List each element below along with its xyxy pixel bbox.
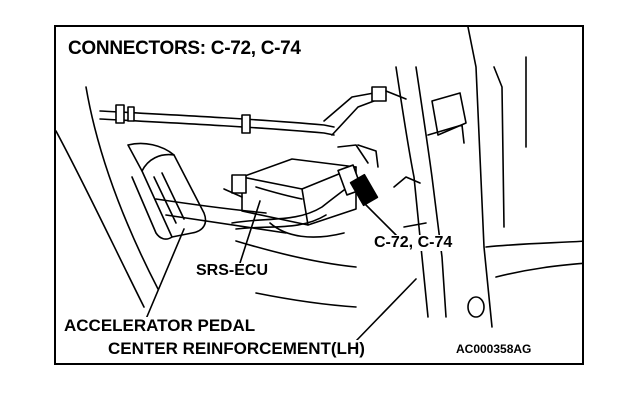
diagram-title: CONNECTORS: C-72, C-74 xyxy=(68,38,301,59)
srs-ecu-callout: SRS-ECU xyxy=(196,262,269,279)
diagram-frame: CONNECTORS: C-72, C-74 C-72, C-74 SRS-EC… xyxy=(54,25,584,365)
pillar-bracket xyxy=(431,92,467,136)
right-panel xyxy=(467,27,493,328)
dashboard-edge xyxy=(85,86,159,290)
leader-srs-ecu xyxy=(239,200,261,264)
connectors-callout: C-72, C-74 xyxy=(374,234,453,251)
leader-center-reinforcement xyxy=(355,278,417,342)
harness-branch xyxy=(323,92,375,122)
center-reinforcement xyxy=(395,66,429,318)
harness-clip xyxy=(127,106,135,122)
accelerator-pedal-callout: ACCELERATOR PEDAL xyxy=(64,316,256,335)
figure-code: AC000358AG xyxy=(456,342,532,356)
leader-connectors xyxy=(359,198,397,236)
harness-clip xyxy=(115,104,125,124)
harness-clip xyxy=(241,114,251,134)
upper-harness-lower-edge xyxy=(99,118,335,136)
harness-connector xyxy=(371,86,387,102)
upper-harness xyxy=(99,110,335,128)
ecu-connector-tab xyxy=(231,174,247,194)
connector-c74 xyxy=(349,173,379,207)
srs-ecu-unit xyxy=(241,158,357,226)
wiring xyxy=(231,186,349,224)
leader-accelerator-pedal xyxy=(145,228,185,320)
panel-hole xyxy=(467,296,485,318)
accelerator-pedal xyxy=(127,142,207,238)
center-reinforcement-callout: CENTER REINFORCEMENT(LH) xyxy=(108,339,365,358)
vehicle-interior-illustration xyxy=(56,27,582,342)
